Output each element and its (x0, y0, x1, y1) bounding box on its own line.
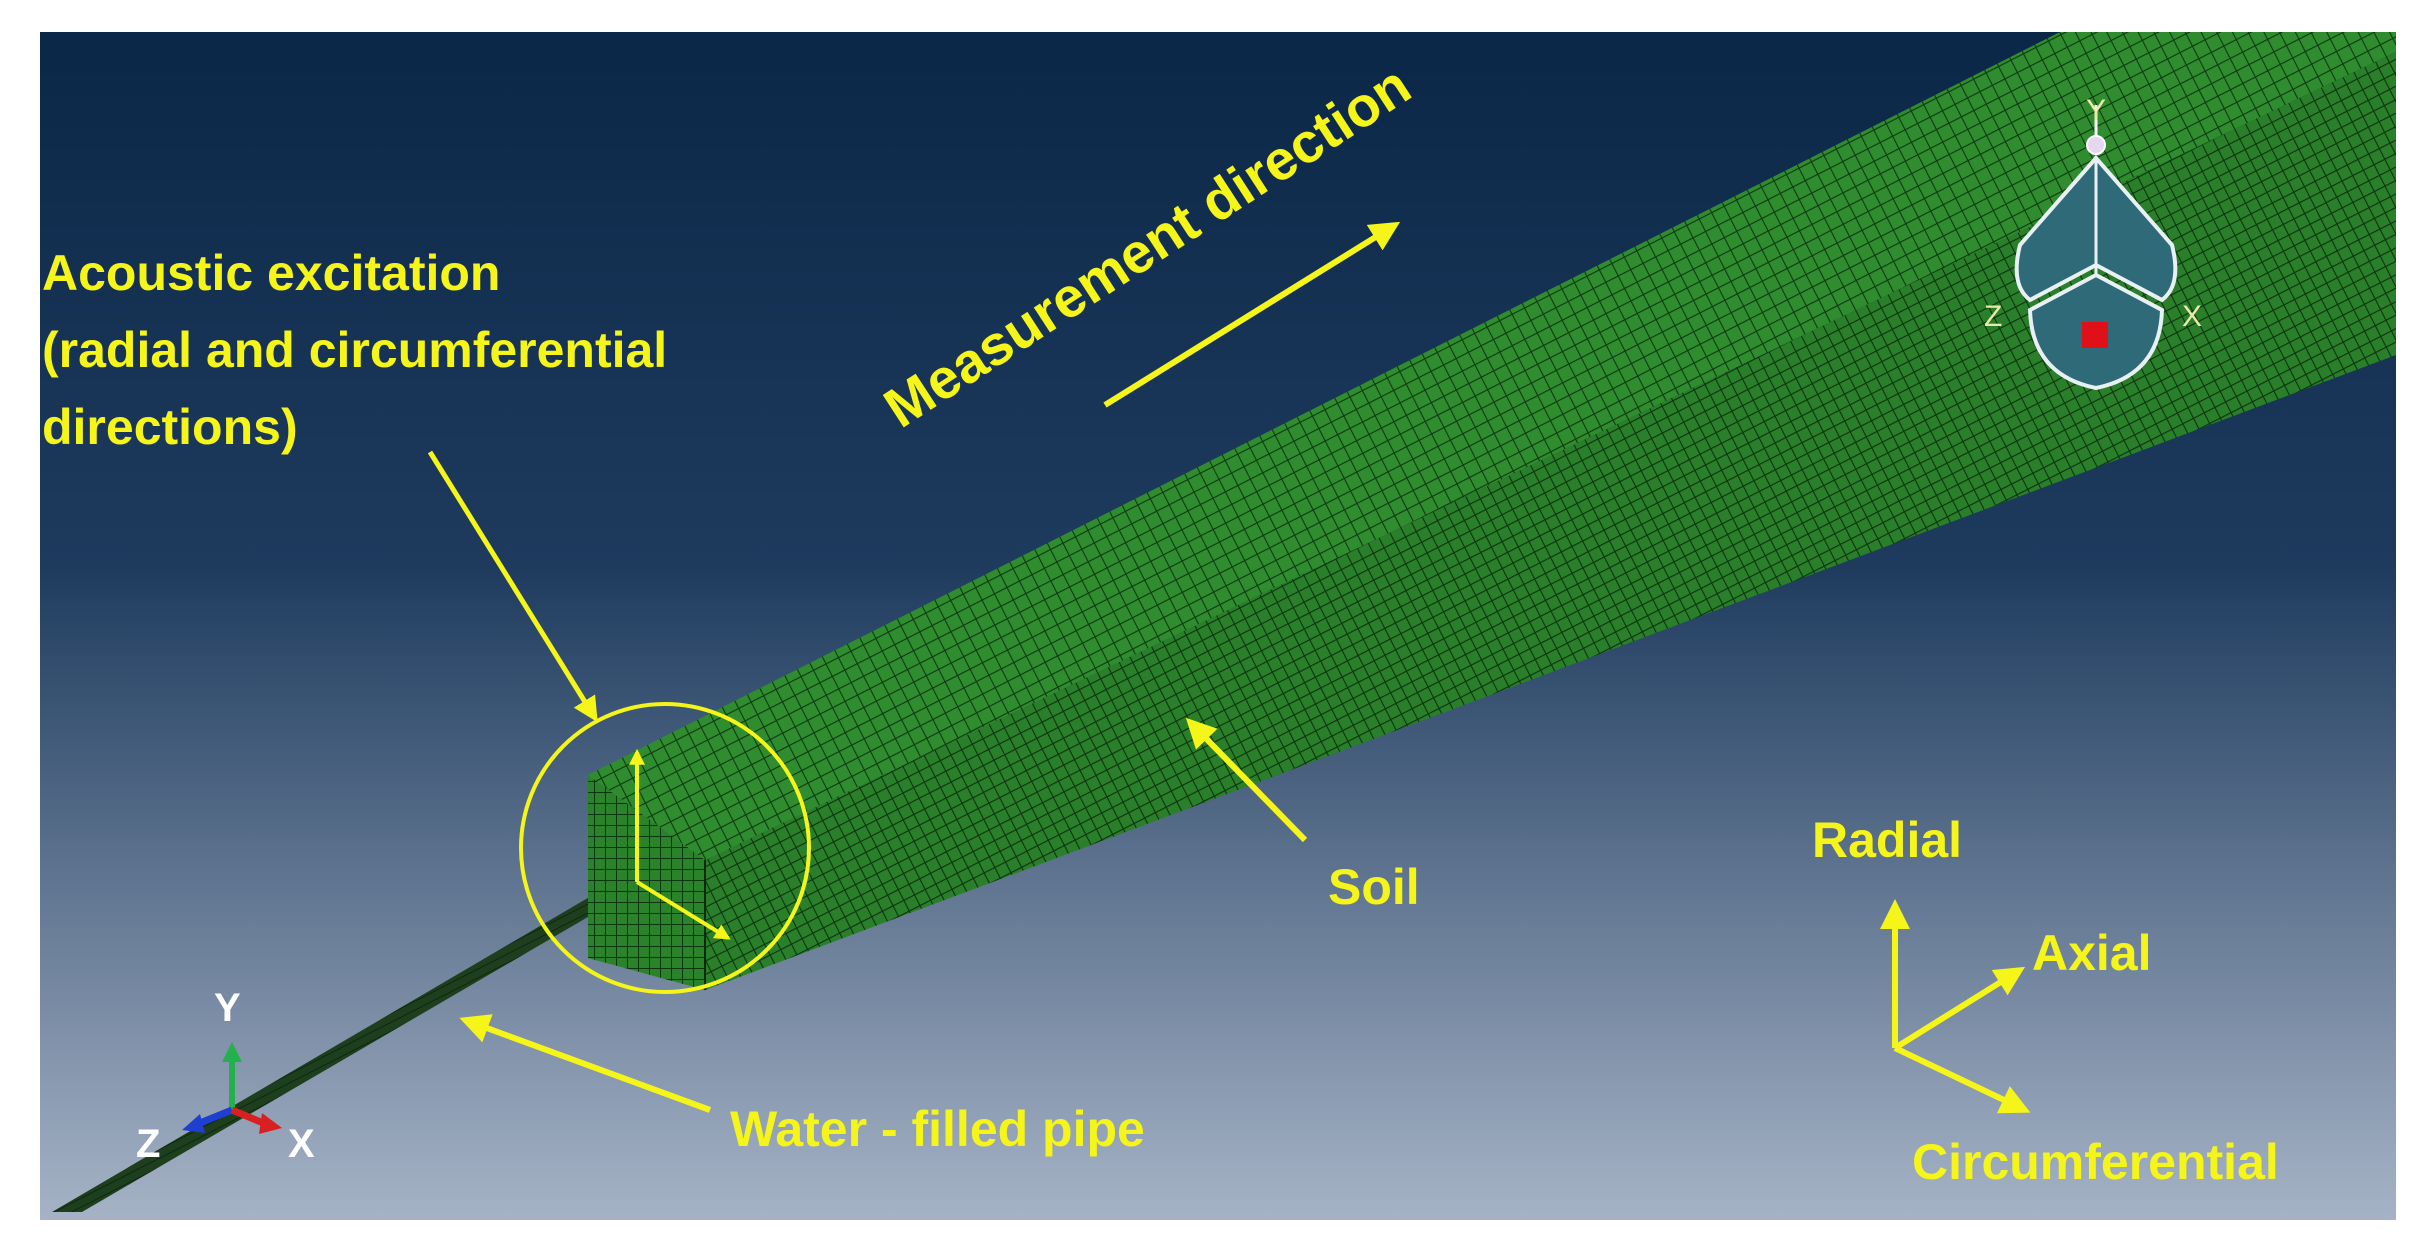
soil-front-face (588, 775, 705, 990)
triad-x-arrow (259, 1113, 282, 1134)
global-axis-triad (182, 1042, 282, 1134)
excitation-label-line2: (radial and circumferential (42, 322, 668, 378)
triad-z-arrow (182, 1114, 205, 1133)
radial-label: Radial (1812, 812, 1963, 868)
excitation-label-line1: Acoustic excitation (42, 245, 501, 301)
soil-side-face (705, 52, 2396, 990)
triad-z-label: Z (136, 1122, 161, 1166)
axial-label: Axial (2032, 925, 2152, 981)
view-cube-y-handle[interactable] (2086, 135, 2106, 155)
measurement-direction-arrow (1103, 221, 1401, 408)
view-cube-x-label: X (2182, 300, 2203, 333)
triad-y-label: Y (214, 986, 241, 1030)
soil-pointer-arrow (1185, 717, 1308, 843)
view-cube-z-label: Z (1984, 300, 2003, 333)
circumferential-label: Circumferential (1912, 1134, 2279, 1190)
pipe-pointer-arrow (459, 1014, 712, 1113)
excitation-label-line3: directions) (42, 399, 298, 455)
soil-label: Soil (1328, 859, 1420, 915)
excitation-region-circle (519, 702, 811, 994)
soil-top-face (588, 32, 2396, 860)
excitation-pointer-arrow (427, 450, 598, 723)
view-cube-y-label: Y (2086, 94, 2107, 127)
view-cube-center-marker[interactable] (2082, 322, 2108, 348)
triad-y-arrow (222, 1042, 242, 1062)
triad-x-label: X (288, 1122, 315, 1166)
local-axes (1880, 899, 2031, 1114)
view-cube[interactable] (2014, 105, 2178, 391)
pipe-label: Water - filled pipe (730, 1101, 1145, 1157)
excitation-circumferential-arrow (635, 880, 731, 940)
